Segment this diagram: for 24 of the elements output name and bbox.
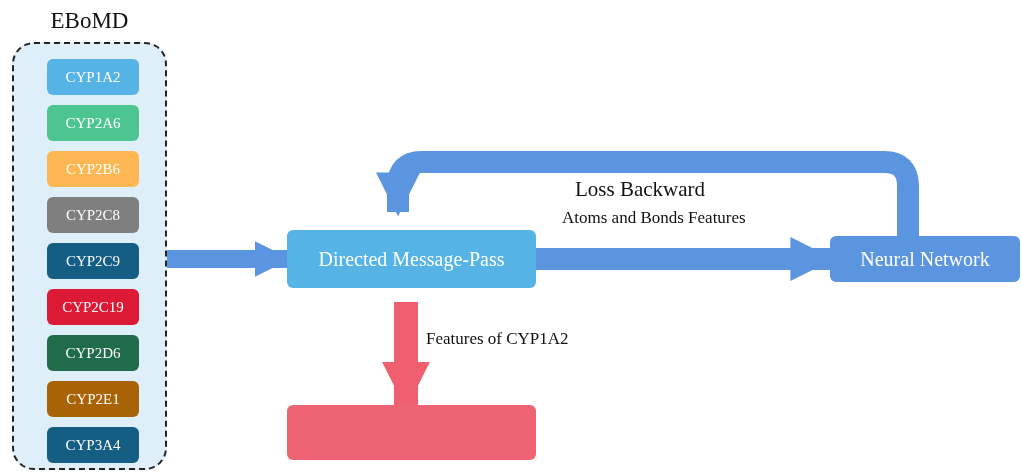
process-box bbox=[47, 197, 139, 233]
process-box bbox=[830, 236, 1020, 282]
process-box bbox=[47, 335, 139, 371]
box-label: CYP1A2 bbox=[65, 68, 121, 86]
box-label: CYP2B6 bbox=[65, 160, 121, 178]
box-label: CYP2C19 bbox=[62, 298, 124, 316]
process-box bbox=[287, 405, 536, 460]
process-box bbox=[47, 427, 139, 463]
process-box bbox=[287, 230, 536, 288]
process-box bbox=[47, 151, 139, 187]
process-box bbox=[47, 59, 139, 95]
box-label: CYP2A6 bbox=[65, 114, 121, 132]
box-label: CYP2E1 bbox=[66, 390, 120, 408]
box-label: Directed Message-Pass bbox=[318, 247, 505, 271]
process-box bbox=[47, 105, 139, 141]
box-label: Neural Network bbox=[860, 247, 990, 271]
process-box bbox=[47, 289, 139, 325]
group-title: EBoMD bbox=[49, 8, 130, 34]
process-box bbox=[47, 381, 139, 417]
box-label: CYP2D6 bbox=[65, 344, 121, 362]
box-label: CYP2C8 bbox=[65, 206, 121, 224]
box-label: CYP2C9 bbox=[65, 252, 121, 270]
process-box bbox=[47, 243, 139, 279]
box-label: CYP3A4 bbox=[65, 436, 121, 454]
